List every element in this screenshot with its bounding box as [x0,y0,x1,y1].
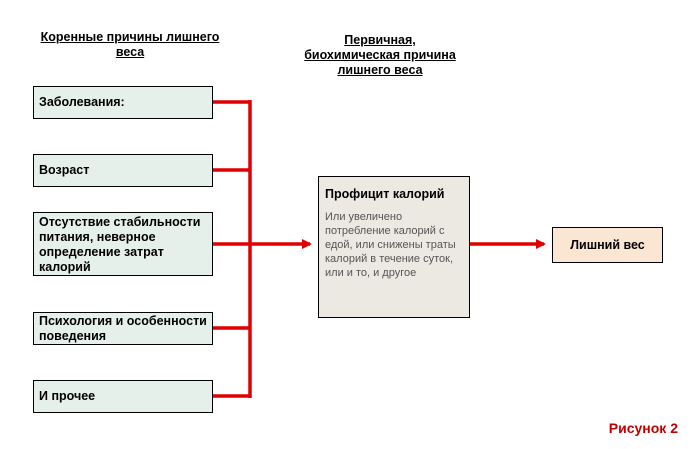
cause-box-psychology: Психология и особенности поведения [33,312,213,345]
cause-label: Психология и особенности поведения [39,313,207,343]
root-causes-heading: Коренные причины лишнего веса [40,30,220,59]
cause-box-age: Возраст [33,154,213,187]
cause-box-other: И прочее [33,380,213,413]
figure-label: Рисунок 2 [608,420,678,436]
calorie-surplus-box: Профицит калорий Или увеличено потреблен… [318,176,470,318]
cause-box-nutrition: Отсутствие стабильности питания, неверно… [33,212,213,276]
cause-label: Возраст [39,163,90,177]
primary-cause-heading: Первичная, биохимическая причина лишнего… [304,33,456,77]
excess-weight-box: Лишний вес [552,227,663,263]
core-title: Профицит калорий [325,187,445,201]
cause-label: И прочее [39,389,96,403]
cause-label: Отсутствие стабильности питания, неверно… [39,215,201,274]
result-label: Лишний вес [570,237,645,252]
core-description: Или увеличено потребление калорий с едой… [325,211,456,279]
cause-box-diseases: Заболевания: [33,86,213,119]
cause-label: Заболевания: [39,95,125,109]
